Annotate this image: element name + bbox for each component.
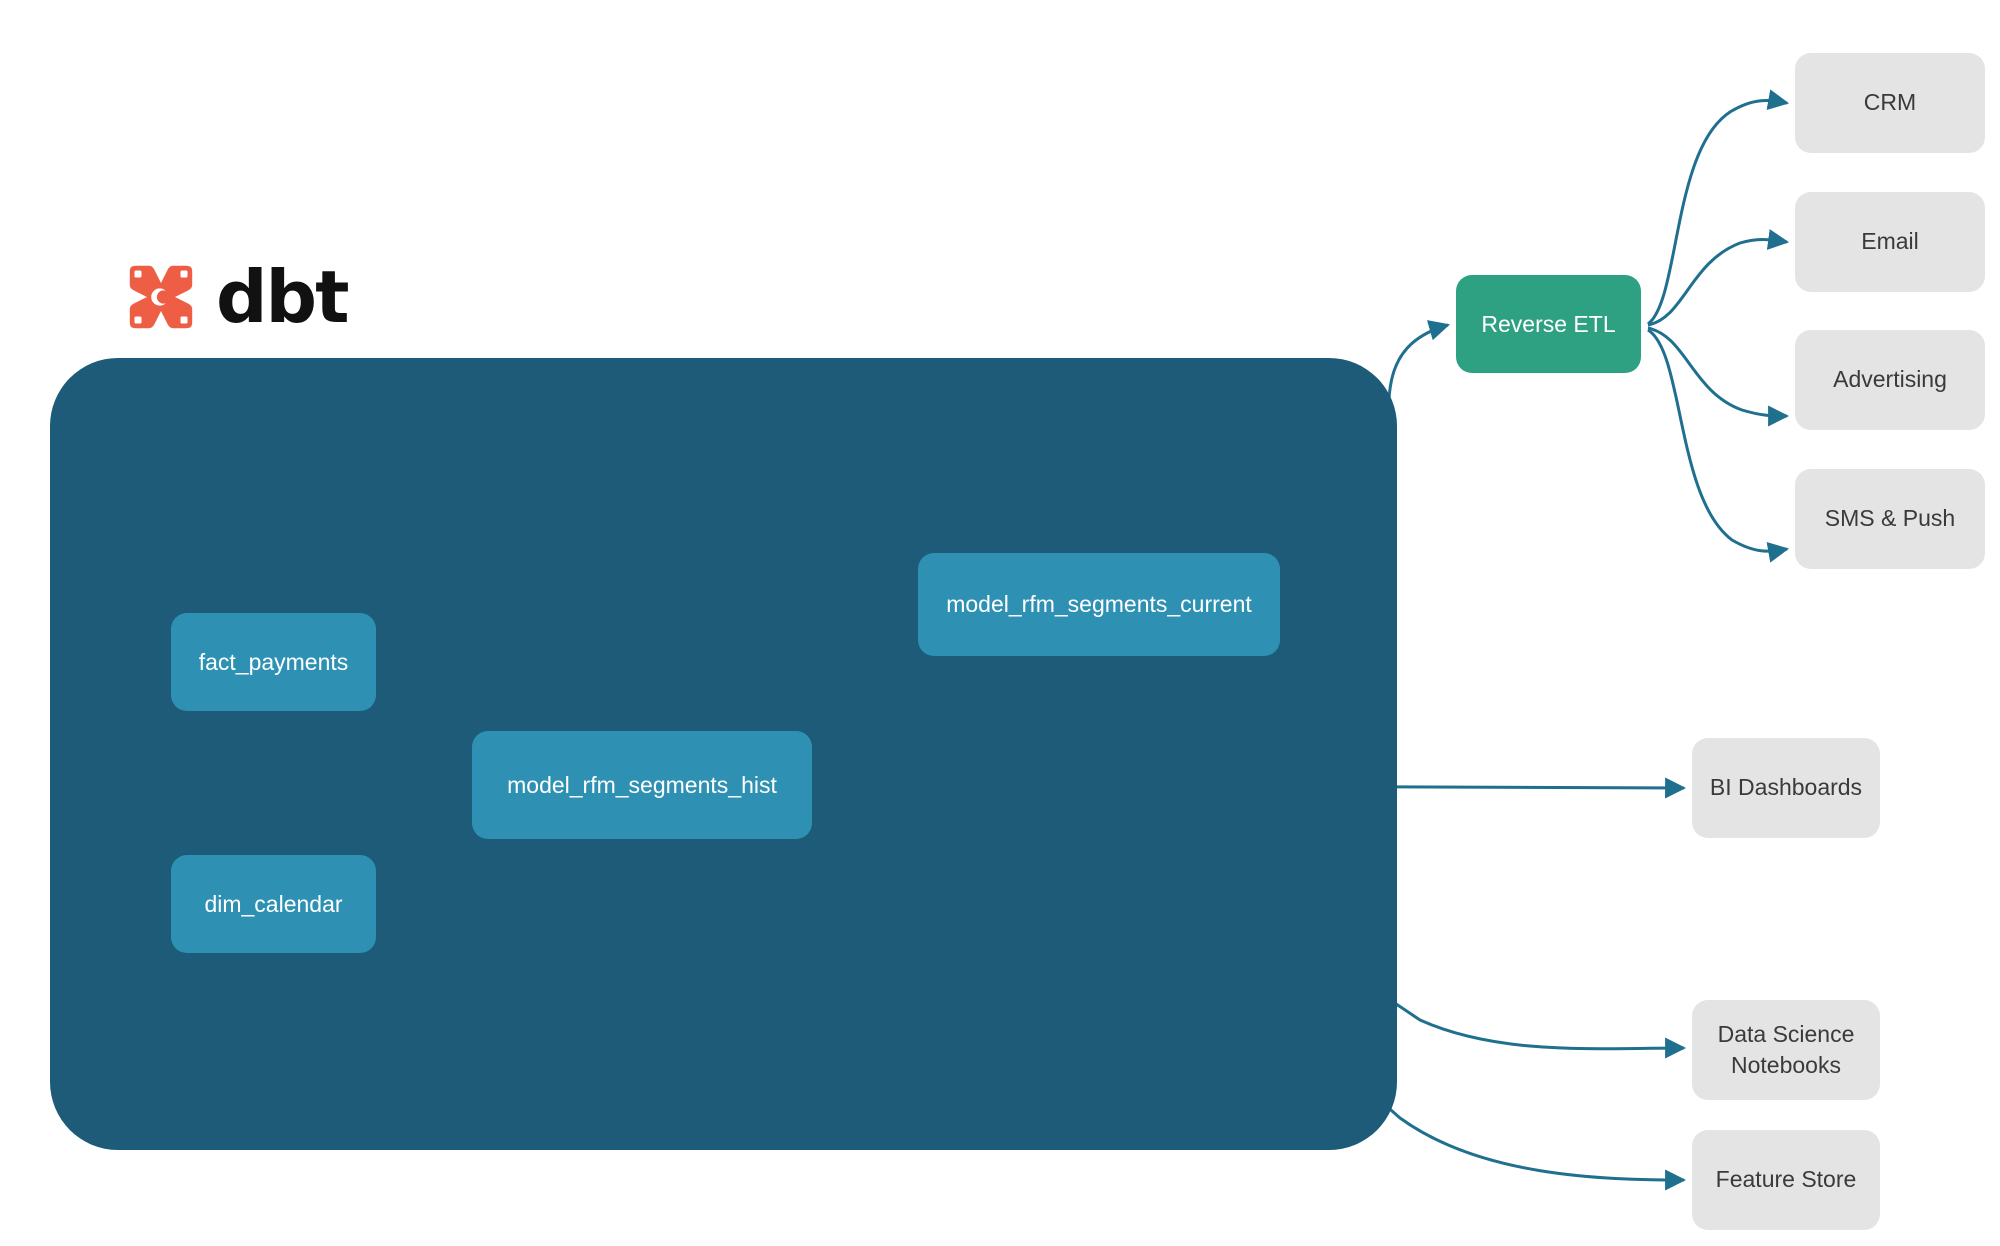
node-label: Data Science Notebooks [1718,1019,1855,1081]
node-label: model_rfm_segments_current [946,591,1252,617]
edge-reverse-etl-to-crm [1647,89,1790,326]
node-label: SMS & Push [1824,505,1956,532]
node-sms-push[interactable]: SMS & Push [1795,469,1985,569]
node-feature-store[interactable]: Feature Store [1692,1130,1880,1230]
node-label: Reverse ETL [1481,310,1616,337]
dbt-wordmark: dbt [216,255,349,339]
node-fact-payments[interactable]: fact_payments [171,613,376,711]
node-label: Email [1861,228,1919,255]
node-advertising[interactable]: Advertising [1795,330,1985,430]
node-label: Advertising [1833,366,1947,393]
edge-reverse-etl-to-advertising [1647,326,1790,427]
node-email[interactable]: Email [1795,192,1985,292]
node-label: BI Dashboards [1709,774,1863,801]
node-label-line2: Notebooks [1731,1052,1841,1078]
node-model-rfm-segments-current[interactable]: model_rfm_segments_current [918,553,1280,656]
node-label-line1: Data Science [1717,1020,1855,1047]
node-label: dim_calendar [204,890,343,917]
dbt-logo-icon [129,265,193,329]
node-crm[interactable]: CRM [1795,53,1985,153]
edge-reverse-etl-to-sms-push [1647,328,1790,563]
dbt-logo: dbt [122,255,349,339]
edge-reverse-etl-to-email [1647,229,1790,327]
node-label: Feature Store [1715,1166,1857,1193]
node-model-rfm-segments-hist[interactable]: model_rfm_segments_hist [472,731,812,839]
node-label: CRM [1863,89,1917,116]
node-dim-calendar[interactable]: dim_calendar [171,855,376,953]
node-reverse-etl[interactable]: Reverse ETL [1456,275,1641,373]
node-label: model_rfm_segments_hist [507,771,777,798]
node-bi-dashboards[interactable]: BI Dashboards [1692,738,1880,838]
node-label: fact_payments [198,648,349,675]
node-data-science-notebooks[interactable]: Data Science Notebooks [1692,1000,1880,1100]
